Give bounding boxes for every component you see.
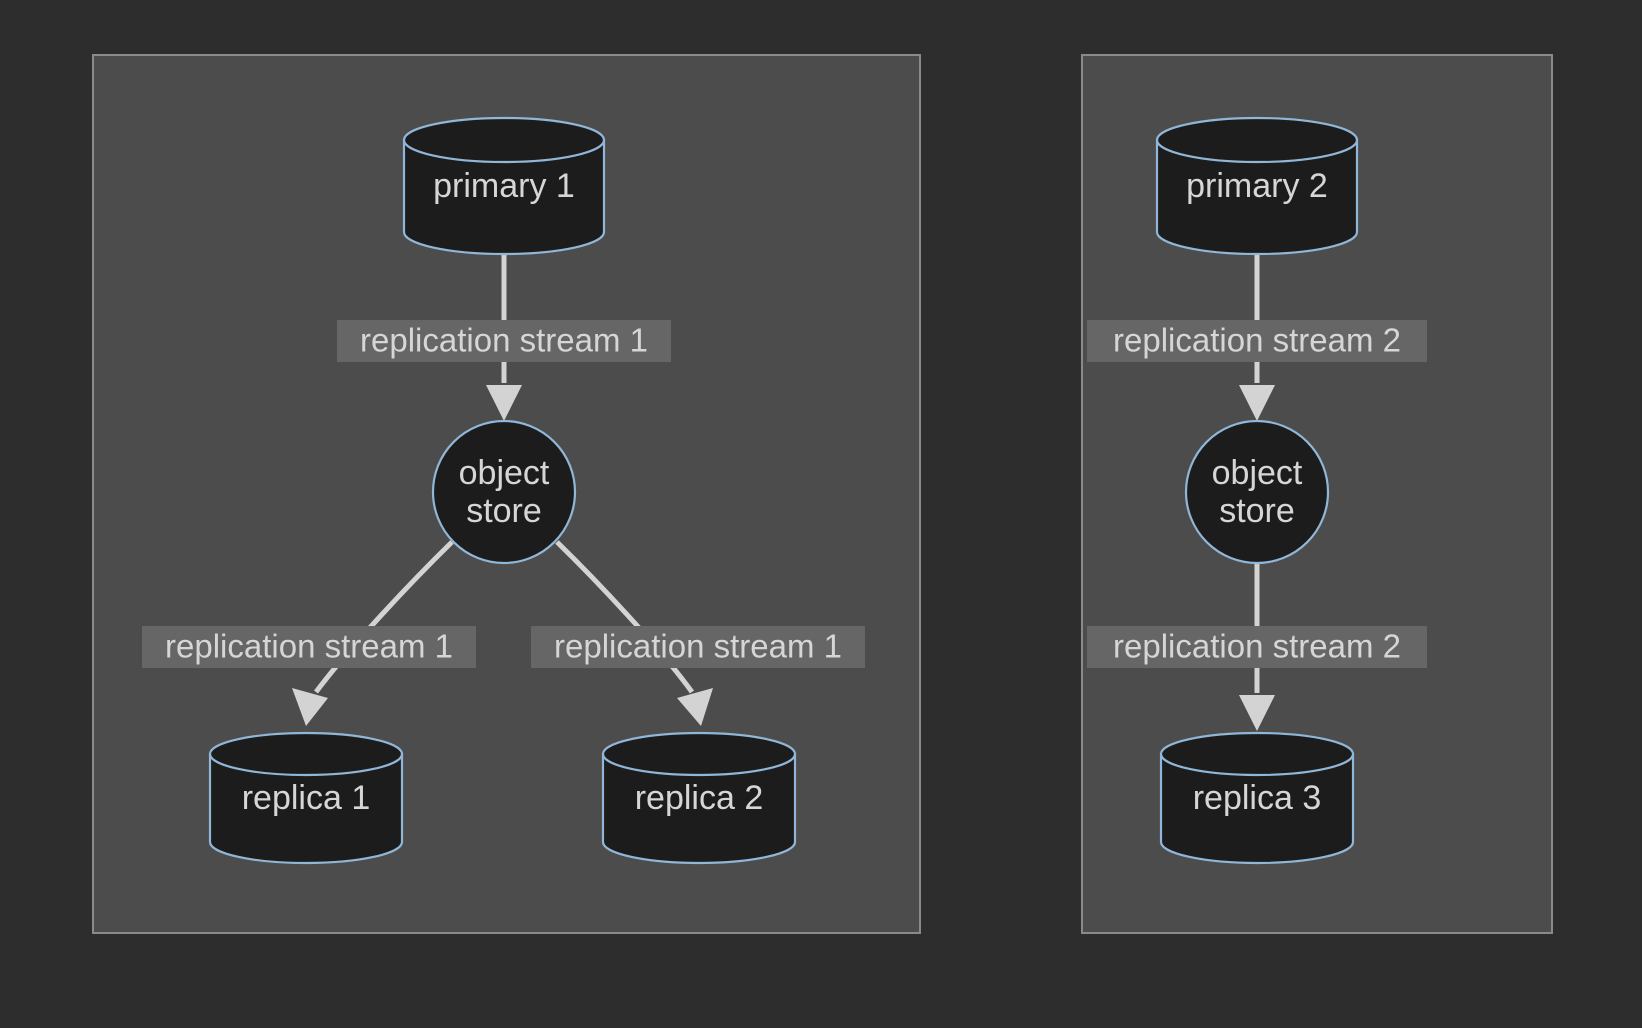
edge-line xyxy=(555,540,695,694)
node-replica-2[interactable]: replica 2 xyxy=(601,731,797,865)
edge-line xyxy=(314,540,454,694)
cylinder-body xyxy=(208,752,404,865)
arrow-head-icon xyxy=(486,385,522,421)
circle-body xyxy=(1184,419,1330,565)
node-label-line-2: store xyxy=(466,492,542,530)
node-label-line-2: store xyxy=(1219,492,1295,530)
node-primary-1[interactable]: primary 1 xyxy=(402,116,606,256)
cylinder-body xyxy=(601,752,797,865)
arrow-head-icon xyxy=(677,688,713,726)
node-primary-2[interactable]: primary 2 xyxy=(1155,116,1359,256)
edge-label-text: replication stream 2 xyxy=(1113,322,1401,359)
node-label-line-1: object xyxy=(1212,454,1303,492)
cylinder-top-ellipse xyxy=(1155,116,1359,164)
edge-label-objectstore2-replica3: replication stream 2 xyxy=(1087,626,1427,668)
node-label: replica 2 xyxy=(635,779,764,817)
node-replica-3[interactable]: replica 3 xyxy=(1159,731,1355,865)
cylinder-body xyxy=(1155,138,1359,256)
edge-label-text: replication stream 1 xyxy=(554,628,842,665)
cylinder-top-ellipse xyxy=(1159,731,1355,777)
node-label: replica 1 xyxy=(242,779,371,817)
node-label: primary 2 xyxy=(1186,167,1328,205)
edge-objectstore-replica2 xyxy=(555,540,713,726)
edge-objectstore-replica1 xyxy=(292,540,454,726)
edge-labels-group: replication stream 1 replication stream … xyxy=(142,320,1427,668)
circle-body xyxy=(431,419,577,565)
node-label: primary 1 xyxy=(433,167,575,205)
node-label-line-1: object xyxy=(459,454,550,492)
arrow-head-icon xyxy=(292,688,328,726)
cylinder-body xyxy=(402,138,606,256)
edge-label-background xyxy=(337,320,671,362)
node-label: replica 3 xyxy=(1193,779,1322,817)
edge-label-objectstore-replica2: replication stream 1 xyxy=(531,626,865,668)
node-object-store-2[interactable]: object store xyxy=(1184,419,1330,565)
edge-label-objectstore-replica1: replication stream 1 xyxy=(142,626,476,668)
edge-label-text: replication stream 1 xyxy=(360,322,648,359)
nodes-group: primary 1 object store replica 1 replica… xyxy=(208,116,1359,865)
edge-label-background xyxy=(1087,320,1427,362)
edge-label-text: replication stream 1 xyxy=(165,628,453,665)
node-replica-1[interactable]: replica 1 xyxy=(208,731,404,865)
arrow-head-icon xyxy=(1239,385,1275,421)
edge-label-background xyxy=(1087,626,1427,668)
cylinder-top-ellipse xyxy=(208,731,404,777)
cylinder-top-ellipse xyxy=(601,731,797,777)
arrow-head-icon xyxy=(1239,695,1275,731)
edge-label-primary1-objectstore: replication stream 1 xyxy=(337,320,671,362)
edge-label-background xyxy=(142,626,476,668)
edge-label-background xyxy=(531,626,865,668)
node-object-store-1[interactable]: object store xyxy=(431,419,577,565)
edge-label-text: replication stream 2 xyxy=(1113,628,1401,665)
edge-label-primary2-objectstore: replication stream 2 xyxy=(1087,320,1427,362)
cylinder-body xyxy=(1159,752,1355,865)
cylinder-top-ellipse xyxy=(402,116,606,164)
